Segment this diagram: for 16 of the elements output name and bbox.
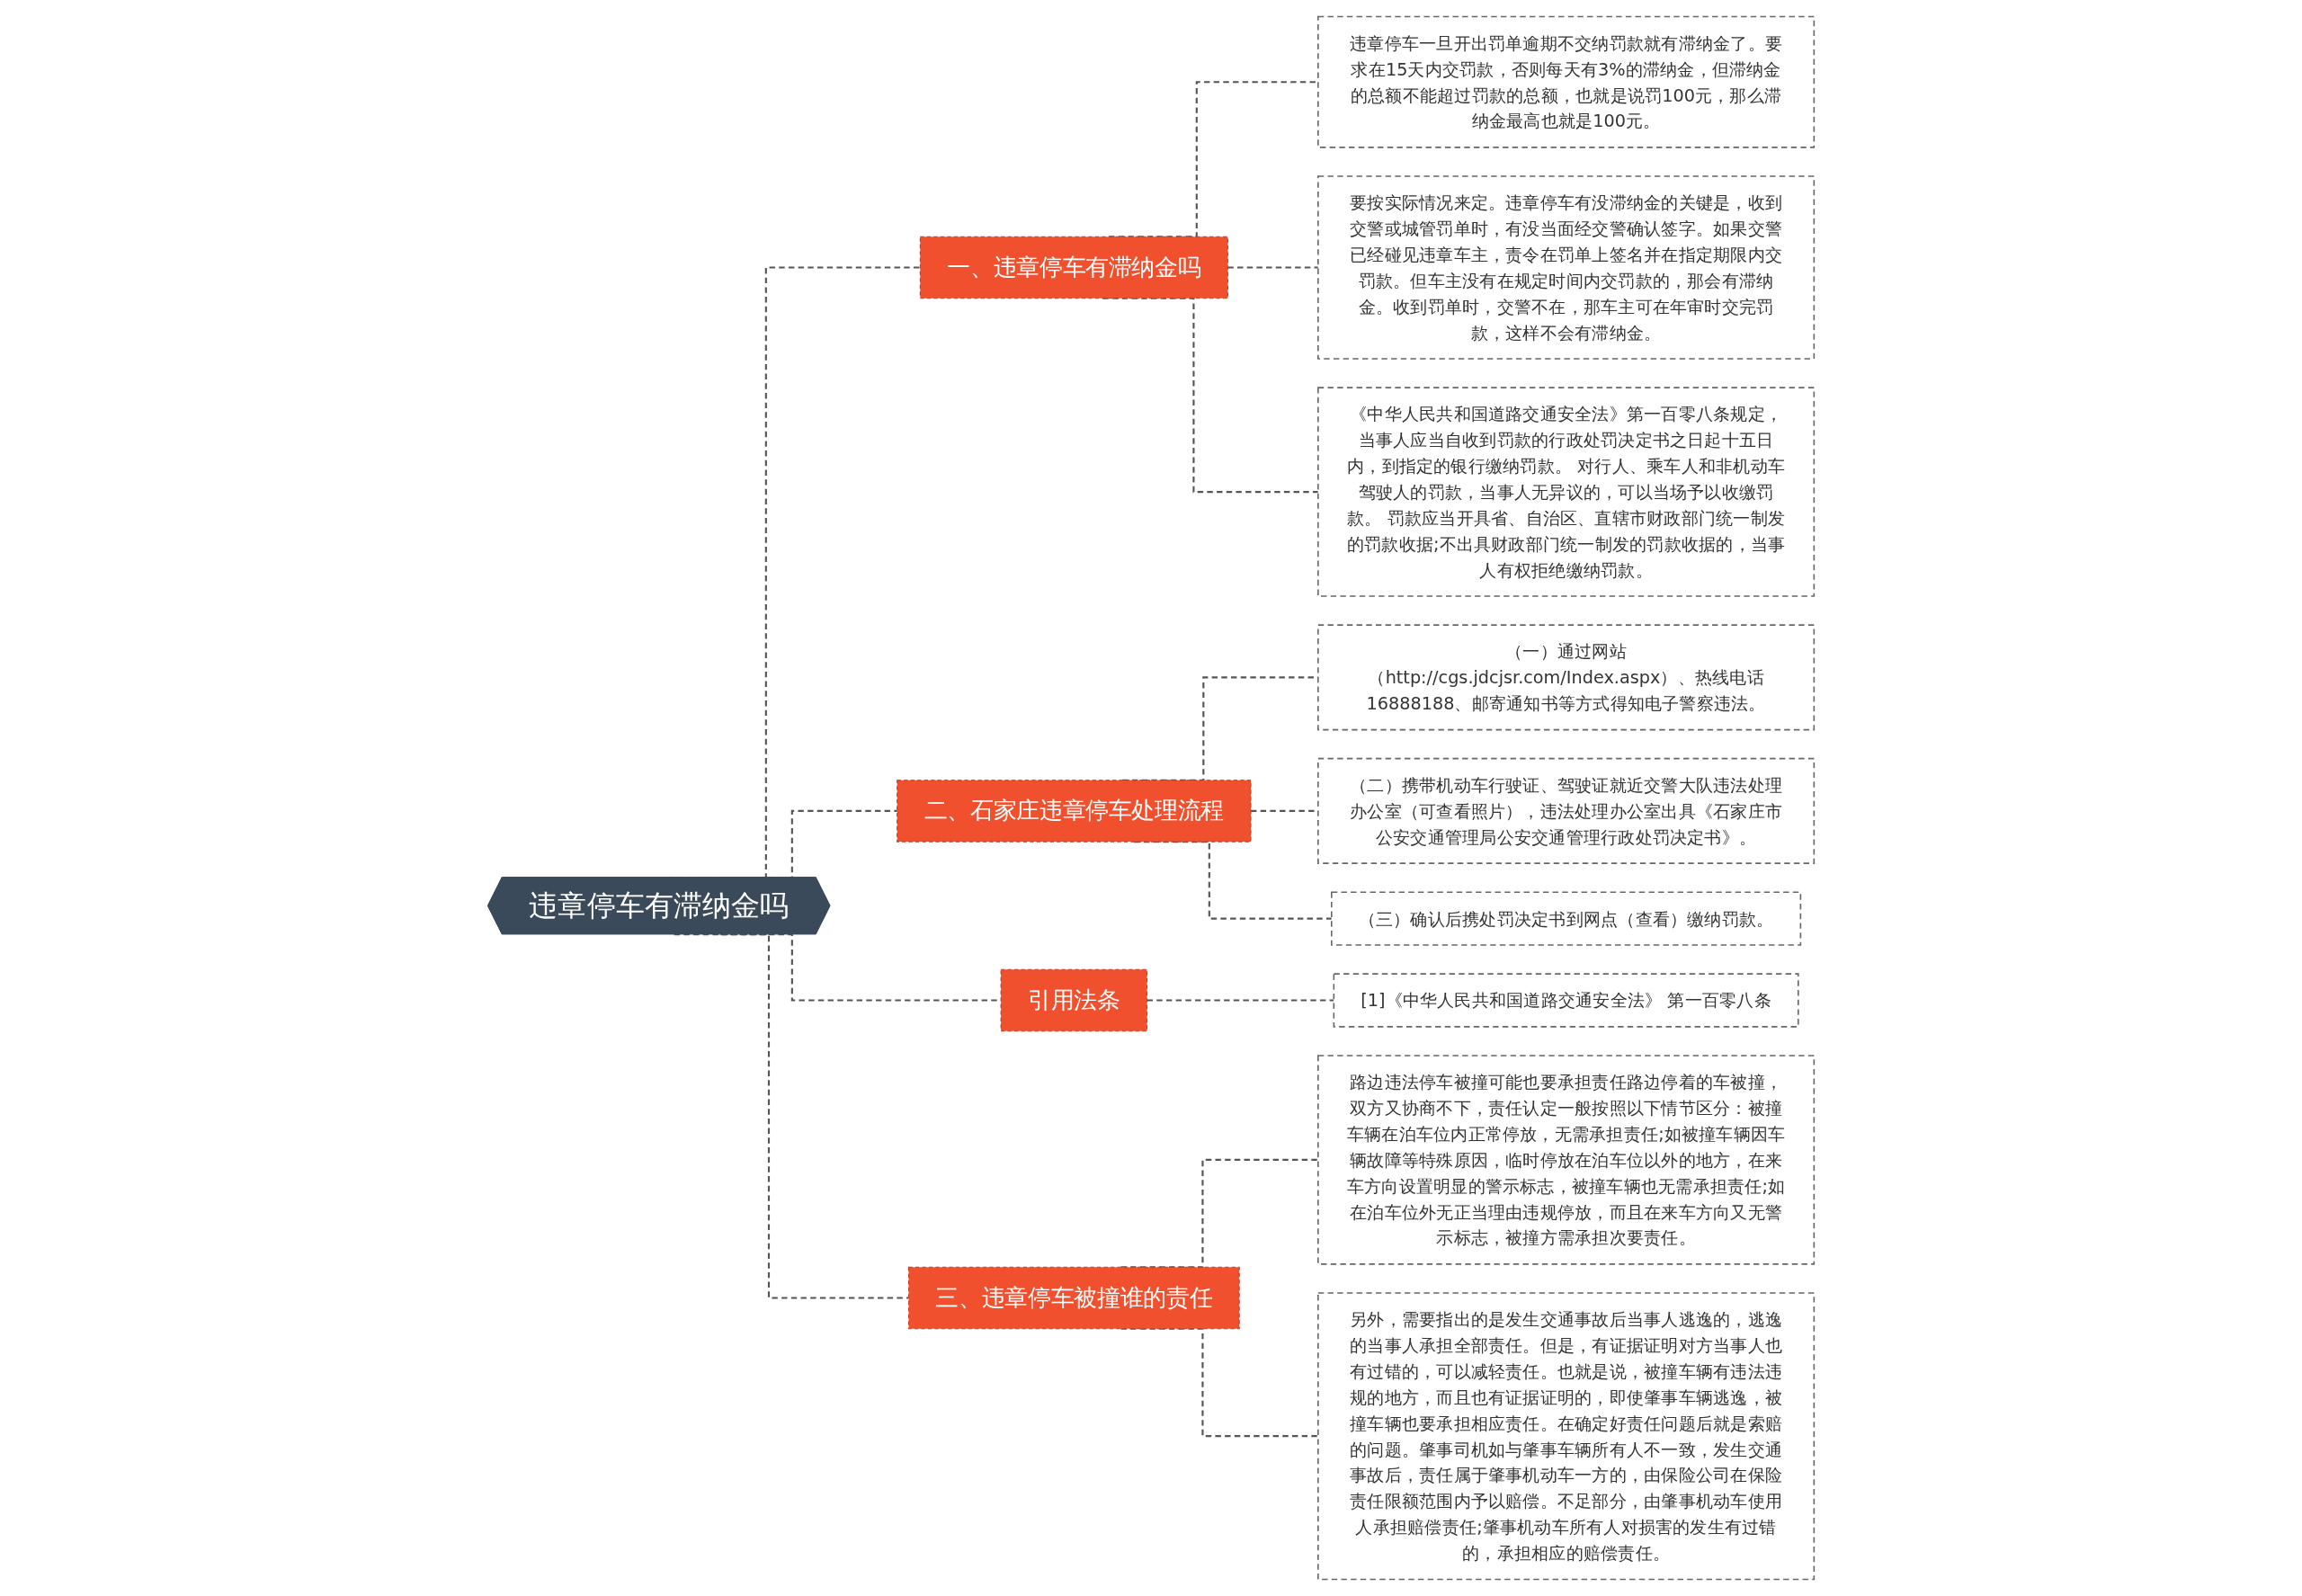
node-box xyxy=(1333,973,1799,1028)
mind-map-drawing: 违章停车有滞纳金吗 一、违章停车有滞纳金吗 违章停车一旦开出罚单逾期不交纳罚款就有滞纳金了。要求在15天内交罚款，否则每天有3%的滞纳金，但滞纳金的总额不能超过罚款的总额，也就是说罚100元，那么滞纳金最高也就是100元。 要按实际情况来定。违章停车有没滞纳金的关键是，收到交警或城管罚单时，有没当面经交警确认签字。如果交警已经碰见违章车主，责令在罚单上签名并在指定期限内交罚款。但车主没有在规定时间内交罚款的，那会有滞纳金。收到罚单时，交警不在，那车主可在年审时交完罚款，这样不会有滞纳金。 《中华人民共和国道路交通安全法》第一百零八条规定，当事人应当自收到罚款的行政处罚决定书之日起十五日内，到指定的银行缴纳罚款。 对行人、乘车人和非机动车驾驶人的罚款，当事人无异议的，可以当场予以收缴罚款。 罚款应当开具省、自治区、直辖市财政部门统一制发的罚款收据;不出具财政部门统一制发的罚款收据的，当事人有权拒绝缴纳罚款。 二、石家庄违章停车处理流程 （一）通过网站（http://cgs.jdcjsr.com/Index.aspx）、热线电话16888188、邮寄通知书等方式得知电子警察违法。 （二）携带机动车行驶证、驾驶证就近交警大队违法处理办公室（可查看照片），违法处理办公室出具《石家庄市公安交通管理局公安交通管理行政处罚决定书》。 （三）确认后携处罚决定书到网点（查看）缴纳罚款。 引用法条 [1]《中华人民共和国道路交通安全法》 第一百零八条 三、违章停车被撞谁的责任 路边违法停车被撞可能也要承担责任路边停着的车被撞，双方又协商不下，责任认定一般按照以下情节区分：被撞车辆在泊车位内正常停放，无需承担责任;如被撞车辆因车辆故障等特殊原因，临时停放在泊车位以外的地方，在来车方向设置明显的警示标志，被撞车辆也无需承担责任;如在泊车位外无正当理由违规停放，而且在来车方向又无警示标志，被撞方需承担次要责任。 另外，需要指出的是发生交通事故后当事人逃逸的，逃逸的当事人承担全部责任。但是，有证据证明对方当事人也有过错的，可以减轻责任。也就是说，被撞车辆有违法违规的地方，而且也有证据证明的，即使肇事车辆逃逸，被撞车辆也要承担相应责任。在确定好责任问题后就是索赔的问题。肇事司机如与肇事车辆所有人不一致，发生交通事故后，责任属于肇事机动车一方的，由保险公司在保险责任限额范围内予以赔偿。不足部分，由肇事机动车使用人承担赔偿责任;肇事机动车所有人对损害的发生有过错的，承担相应的赔偿责任。 xyxy=(480,9,1822,1587)
node-box xyxy=(908,1266,1240,1330)
node-box xyxy=(1317,624,1816,731)
connector xyxy=(1147,999,1334,1002)
node-box xyxy=(1000,968,1148,1032)
node-box xyxy=(897,780,1252,843)
node-box xyxy=(1331,891,1802,946)
node-box xyxy=(1317,1055,1816,1265)
node-box xyxy=(1317,1292,1816,1581)
node-box xyxy=(1317,15,1816,148)
node-box xyxy=(1317,387,1816,597)
node-box xyxy=(1317,757,1816,864)
node-box xyxy=(1317,175,1816,360)
connector xyxy=(1227,266,1318,269)
node-box xyxy=(919,236,1228,299)
